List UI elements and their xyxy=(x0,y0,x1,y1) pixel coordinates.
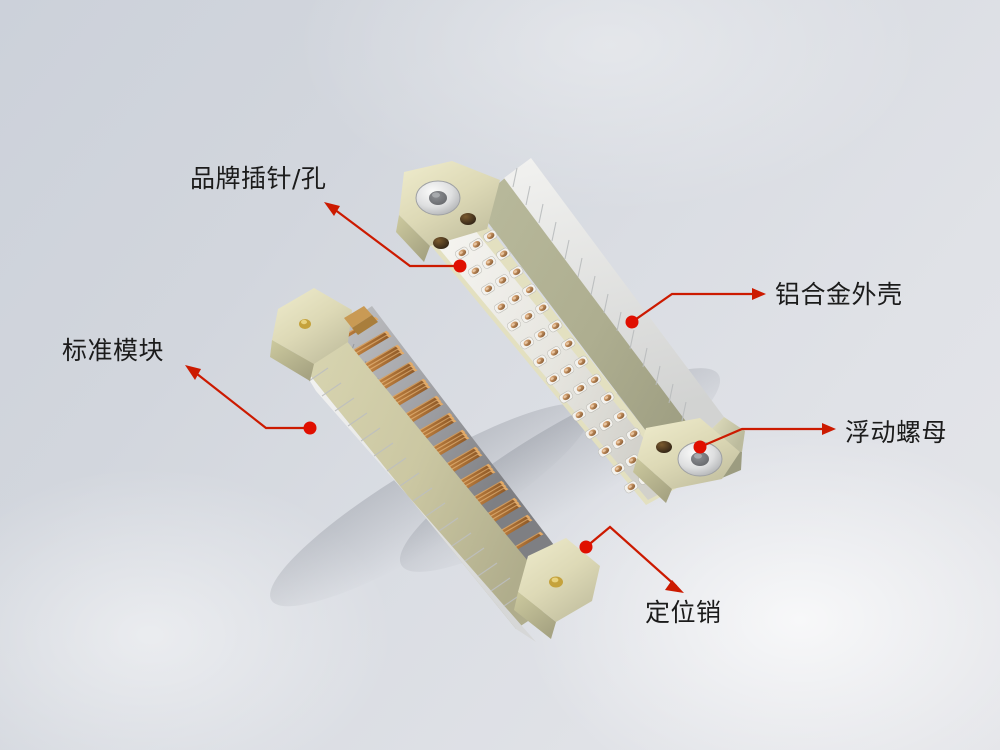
label-locating-pin: 定位销 xyxy=(645,598,722,627)
male-rib-strip xyxy=(296,358,536,642)
leader-dot-floating-nut xyxy=(693,440,707,454)
background-highlight-lower-right xyxy=(520,430,1000,750)
male-connector xyxy=(270,288,600,642)
male-housing-body xyxy=(296,328,560,629)
female-front-deck xyxy=(423,202,686,505)
female-connector xyxy=(396,158,745,505)
female-housing-body xyxy=(474,178,742,481)
male-shadow xyxy=(270,403,590,607)
female-insulator xyxy=(437,224,680,500)
female-upper-ear-nut xyxy=(415,180,461,216)
leader-standard-module xyxy=(185,365,317,435)
female-guide-hole-c xyxy=(656,441,672,453)
female-lower-ear-nut xyxy=(677,441,723,477)
male-upper-ear xyxy=(270,288,352,381)
leader-locating-pin xyxy=(579,525,684,593)
leader-brand-pin-hole xyxy=(324,202,467,273)
label-brand-pin-hole: 品牌插针/孔 xyxy=(190,164,327,193)
male-pin-field xyxy=(333,316,544,559)
male-locating-post xyxy=(344,306,378,335)
male-upper-ear-screw xyxy=(299,319,311,329)
leader-floating-nut xyxy=(693,423,836,454)
male-lower-ear-pin xyxy=(549,576,563,588)
leader-aluminum-shell xyxy=(625,288,766,329)
annotation-leaders xyxy=(185,202,836,593)
male-lower-ear xyxy=(514,538,600,639)
label-standard-module: 标准模块 xyxy=(62,336,165,365)
leader-dot-brand-pin-hole xyxy=(453,259,467,273)
label-aluminum-shell: 铝合金外壳 xyxy=(775,280,903,309)
background-highlight-top xyxy=(300,0,920,210)
leader-dot-aluminum-shell xyxy=(625,315,639,329)
female-guide-hole-a xyxy=(460,213,476,225)
leader-dot-locating-pin xyxy=(579,540,593,554)
female-rib-strip xyxy=(504,158,724,440)
male-pin-base xyxy=(330,306,560,582)
female-guide-hole-b xyxy=(433,237,449,249)
female-shadow xyxy=(399,368,721,572)
female-upper-ear xyxy=(396,161,500,262)
socket-contact-field xyxy=(453,228,668,495)
female-lower-ear xyxy=(633,418,740,503)
background-highlight-lower-left xyxy=(0,470,390,750)
leader-dot-standard-module xyxy=(303,421,317,435)
label-floating-nut: 浮动螺母 xyxy=(845,418,948,447)
